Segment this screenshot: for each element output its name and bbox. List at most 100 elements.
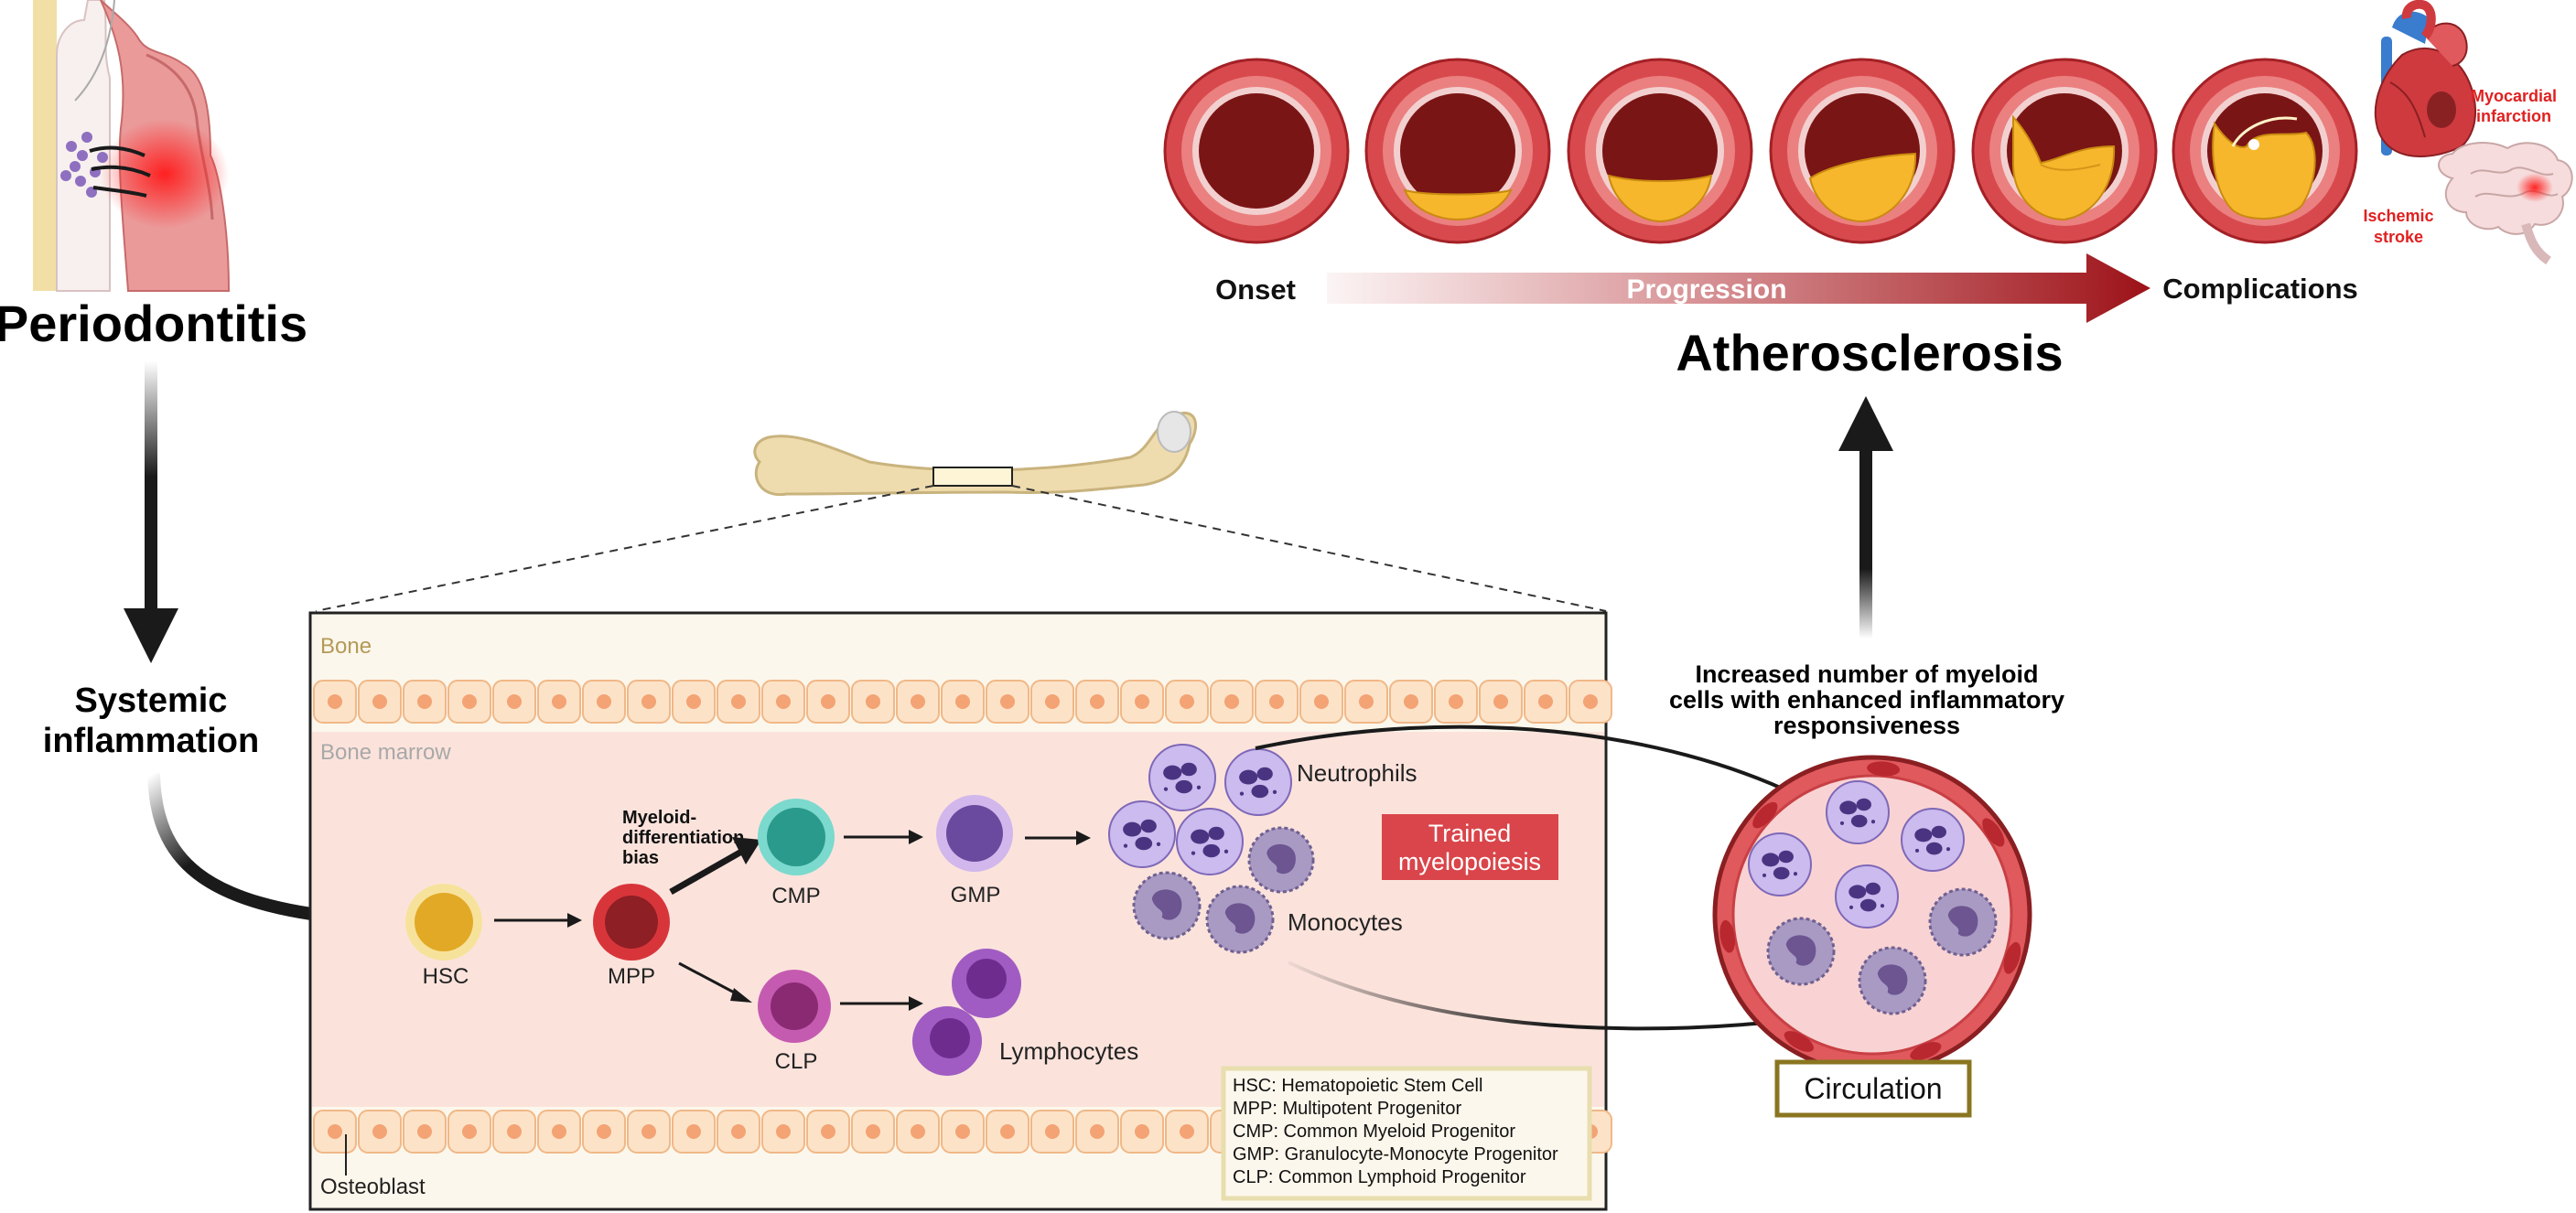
gmp-cell xyxy=(936,795,1013,872)
monocytes-label: Monocytes xyxy=(1288,908,1403,936)
osteoblast-cell xyxy=(358,1110,402,1154)
circulation-label: Circulation xyxy=(1804,1072,1942,1105)
neutrophils-label: Neutrophils xyxy=(1297,759,1417,787)
arrow-cmp-to-gmp xyxy=(844,830,923,844)
osteoblast-row-top xyxy=(313,680,1612,724)
osteoblast-cell xyxy=(986,1110,1029,1154)
complications-label: Complications xyxy=(2162,273,2358,305)
plaque xyxy=(1808,152,1917,223)
cmp-cell xyxy=(758,799,835,875)
osteoblast-cell xyxy=(627,1110,671,1154)
neutrophil-cell xyxy=(1224,748,1292,816)
circulation-description-line3: responsiveness xyxy=(1773,712,1960,739)
osteoblast-cell xyxy=(1568,680,1612,724)
osteoblast-cell xyxy=(806,1110,850,1154)
arrow-mpp-to-clp xyxy=(678,961,752,1003)
clp-cell xyxy=(758,970,831,1043)
monocyte-cell xyxy=(1928,887,1998,957)
artery-progression-row xyxy=(1163,58,2358,244)
osteoblast-cell xyxy=(717,680,760,724)
zoom-line-left xyxy=(315,485,934,612)
ischemic-stroke-line1: Ischemic xyxy=(2363,207,2433,225)
osteoblast-cell xyxy=(358,680,402,724)
osteoblast-cell xyxy=(537,680,581,724)
periodontitis-title: Periodontitis xyxy=(0,295,307,352)
osteoblast-cell xyxy=(851,680,895,724)
systemic-inflammation-line2: inflammation xyxy=(43,722,259,760)
artery-stage-1 xyxy=(1163,58,1350,244)
hsc-label: HSC xyxy=(423,964,469,989)
femur-bone-icon xyxy=(753,411,1198,497)
osteoblast-cell xyxy=(896,1110,940,1154)
myeloid-bias-line2: differentiation xyxy=(622,828,744,848)
monocyte-cell xyxy=(1247,826,1315,894)
legend-item-clp: CLP: Common Lymphoid Progenitor xyxy=(1233,1167,1526,1187)
osteoblast-cell xyxy=(492,1110,536,1154)
osteoblast-cell xyxy=(717,1110,760,1154)
osteoblast-cell xyxy=(672,680,716,724)
osteoblast-cell xyxy=(403,680,447,724)
osteoblast-cell xyxy=(1344,680,1388,724)
artery-stage-4 xyxy=(1769,58,1956,244)
osteoblast-cell xyxy=(1299,680,1343,724)
monocyte-cell xyxy=(1766,917,1836,986)
osteoblast-cell xyxy=(1434,680,1478,724)
neutrophil-cell xyxy=(1826,780,1890,844)
artery-stage-5 xyxy=(1971,58,2158,244)
onset-label: Onset xyxy=(1215,274,1296,306)
trained-line2: myelopoiesis xyxy=(1398,848,1541,875)
osteoblast-cell xyxy=(896,680,940,724)
arrow-hsc-to-mpp xyxy=(494,913,582,928)
osteoblast-cell xyxy=(1524,680,1568,724)
osteoblast-cell xyxy=(1030,680,1074,724)
osteoblast-cell xyxy=(447,1110,491,1154)
osteoblast-cell xyxy=(761,1110,805,1154)
neutrophil-cell xyxy=(1835,864,1899,929)
plaque xyxy=(1403,188,1513,221)
osteoblast-cell xyxy=(492,680,536,724)
myeloid-bias-line1: Myeloid- xyxy=(622,808,696,828)
arrow-circulation-to-atherosclerosis xyxy=(1838,396,1893,639)
osteoblast-cell xyxy=(851,1110,895,1154)
arrow-clp-to-lymphocytes xyxy=(840,996,923,1011)
abbreviation-legend: HSC: Hematopoietic Stem Cell MPP: Multip… xyxy=(1221,1066,1592,1201)
legend-item-hsc: HSC: Hematopoietic Stem Cell xyxy=(1233,1076,1482,1096)
gmp-label: GMP xyxy=(951,883,1001,907)
artery-stage-3 xyxy=(1567,58,1753,244)
osteoblast-cell xyxy=(761,680,805,724)
lymphocytes-label: Lymphocytes xyxy=(999,1037,1138,1065)
artery-stage-6 xyxy=(2172,58,2358,244)
mpp-cell xyxy=(593,884,670,961)
circulation-label-box: Circulation xyxy=(1774,1059,1972,1118)
circulation-vessel xyxy=(1712,755,2032,1075)
zoom-line-right xyxy=(1011,485,1607,612)
endothelial-cells xyxy=(1719,761,2021,1060)
bacteria-cluster xyxy=(60,132,108,198)
osteoblast-cell xyxy=(1120,1110,1164,1154)
bone-marrow-label: Bone marrow xyxy=(320,740,451,765)
neutrophil-cell xyxy=(1901,808,1965,872)
legend-item-cmp: CMP: Common Myeloid Progenitor xyxy=(1233,1122,1515,1142)
trained-myelopoiesis-box: Trained myelopoiesis xyxy=(1382,814,1558,880)
osteoblast-cell xyxy=(986,680,1029,724)
monocyte-cell xyxy=(1858,946,1927,1015)
osteoblast-cell xyxy=(1479,680,1523,724)
circulation-description-line2: cells with enhanced inflammatory xyxy=(1669,686,2064,714)
trained-line1: Trained xyxy=(1428,820,1512,847)
osteoblast-cell xyxy=(1075,680,1119,724)
osteoblast-cell xyxy=(672,1110,716,1154)
neutrophil-cell xyxy=(1748,832,1812,896)
osteoblast-cell xyxy=(1165,680,1209,724)
myeloid-bias-line3: bias xyxy=(622,848,659,868)
osteoblast-cell xyxy=(403,1110,447,1154)
artery-stage-2 xyxy=(1364,58,1551,244)
osteoblast-cell xyxy=(582,680,626,724)
osteoblast-cell xyxy=(1165,1110,1209,1154)
neutrophil-cell xyxy=(1148,744,1216,811)
clp-label: CLP xyxy=(775,1049,818,1074)
progression-arrow: Progression xyxy=(1327,253,2150,323)
neutrophil-cell xyxy=(1176,808,1244,875)
hsc-cell xyxy=(405,884,482,961)
legend-item-gmp: GMP: Granulocyte-Monocyte Progenitor xyxy=(1233,1144,1558,1165)
